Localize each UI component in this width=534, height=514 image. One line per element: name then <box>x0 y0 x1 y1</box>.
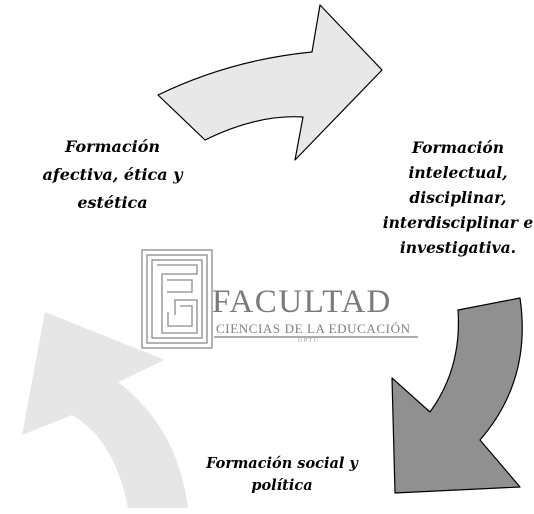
label-affective-ethical-aesthetic: Formación afectiva, ética y estética <box>42 137 183 212</box>
arrow-right <box>391 297 523 494</box>
faculty-logo-mark <box>141 249 213 349</box>
logo-title: FACULTAD <box>212 284 392 320</box>
logo-subtitle: CIENCIAS DE LA EDUCACIÓN <box>216 321 411 336</box>
label-social-political: Formación social y política <box>206 455 358 494</box>
arrow-left <box>22 312 188 508</box>
label-intellectual-disciplinary: Formación intelectual, disciplinar, inte… <box>382 138 534 257</box>
arrow-top <box>157 4 383 161</box>
logo-initials: UPTC <box>298 338 320 344</box>
